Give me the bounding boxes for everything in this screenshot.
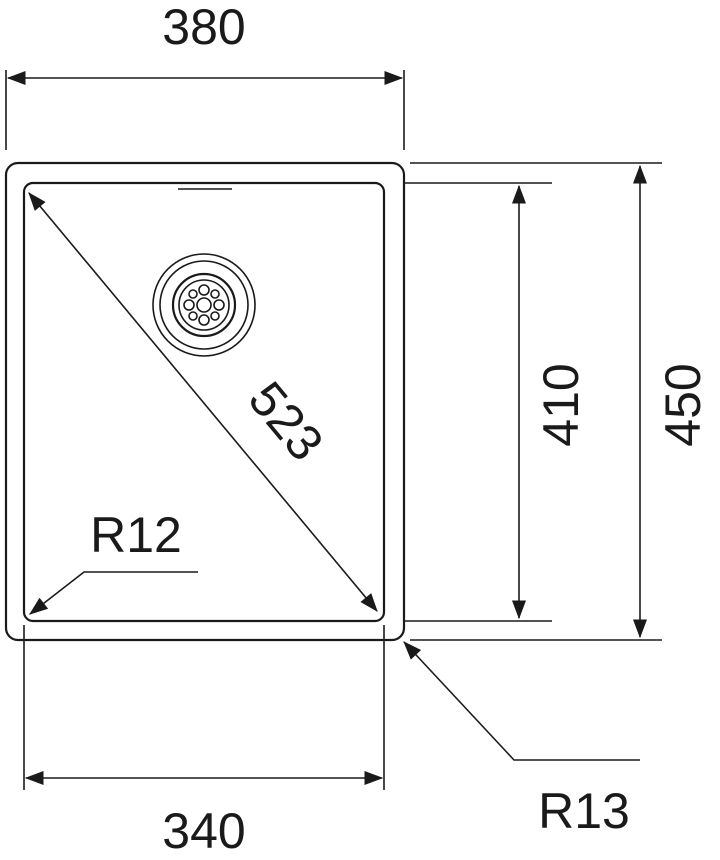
sink-outer-outline: [4, 161, 406, 642]
inner-radius-label: R12: [90, 507, 182, 563]
drain-icon: [152, 253, 256, 357]
outer-radius-label: R13: [538, 783, 630, 839]
inner-width-label: 340: [162, 803, 245, 859]
outer-radius-leader: [403, 641, 640, 761]
inner-height-label: 410: [533, 363, 589, 446]
sink-inner-bowl: [22, 181, 386, 623]
outer-width-label: 380: [162, 0, 245, 55]
inner-radius-leader: [29, 571, 198, 615]
diagonal-label: 523: [238, 371, 334, 471]
diagonal-dimension-line: [28, 192, 378, 612]
outer-height-label: 450: [655, 363, 711, 446]
